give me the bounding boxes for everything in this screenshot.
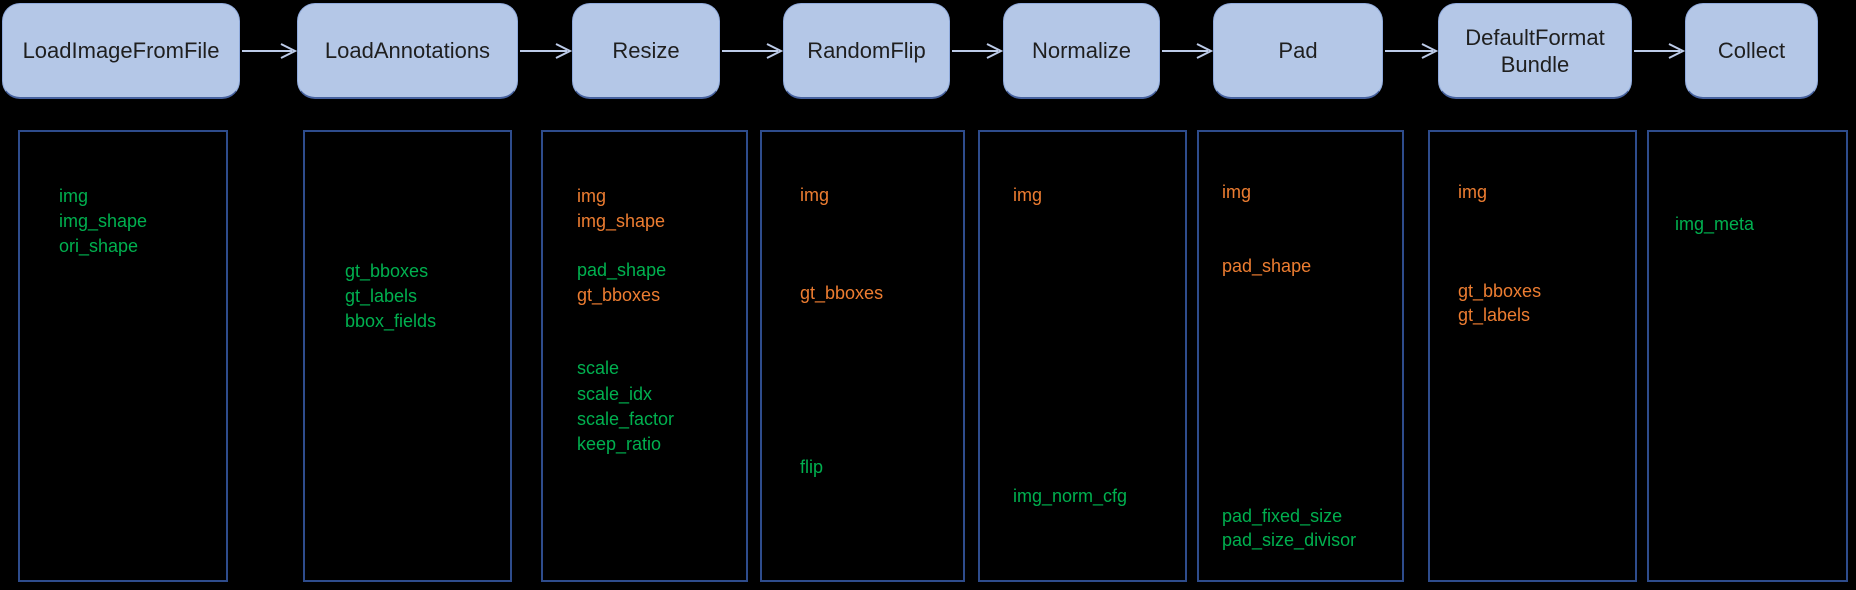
field-scale: scale: [577, 358, 620, 378]
stage-output-box-normalize: [978, 130, 1187, 582]
flow-arrow: [242, 43, 298, 59]
field-gt_labels: gt_labels: [345, 286, 418, 306]
flow-arrow: [1385, 43, 1439, 59]
flow-arrow: [520, 43, 573, 59]
flow-arrow: [722, 43, 784, 59]
field-bbox_fields: bbox_fields: [345, 311, 437, 331]
stage-label: RandomFlip: [807, 38, 926, 63]
stage-label: Normalize: [1031, 38, 1132, 63]
field-pad_shape: pad_shape: [577, 260, 667, 280]
field-img: img: [1458, 182, 1488, 202]
stage-header-normalize: Normalize: [1003, 3, 1160, 99]
field-keep_ratio: keep_ratio: [577, 434, 662, 454]
field-gt_bboxes: gt_bboxes: [577, 285, 661, 305]
field-flip: flip: [800, 457, 824, 477]
field-img: img: [1013, 185, 1043, 205]
stage-header-pad: Pad: [1213, 3, 1383, 99]
field-img_shape: img_shape: [577, 211, 666, 231]
stage-output-box-load-annotations: [303, 130, 512, 582]
stage-output-box-resize: [541, 130, 748, 582]
field-img: img: [577, 186, 607, 206]
field-pad_size_divisor: pad_size_divisor: [1222, 530, 1357, 550]
field-pad_shape: pad_shape: [1222, 256, 1312, 276]
field-gt_bboxes: gt_bboxes: [800, 283, 884, 303]
flow-arrow: [952, 43, 1004, 59]
field-img_shape: img_shape: [59, 211, 148, 231]
stage-label: Resize: [612, 38, 680, 63]
field-ori_shape: ori_shape: [59, 236, 139, 256]
flow-arrow: [1162, 43, 1214, 59]
field-gt_bboxes: gt_bboxes: [1458, 281, 1542, 301]
stage-header-collect: Collect: [1685, 3, 1818, 99]
stage-header-resize: Resize: [572, 3, 720, 99]
field-scale_factor: scale_factor: [577, 409, 675, 429]
field-pad_fixed_size: pad_fixed_size: [1222, 506, 1343, 526]
stage-header-default-format-bundle: DefaultFormat Bundle: [1438, 3, 1632, 99]
stage-output-box-collect: [1647, 130, 1848, 582]
stage-output-box-default-format-bundle: [1428, 130, 1637, 582]
stage-header-random-flip: RandomFlip: [783, 3, 950, 99]
field-img: img: [800, 185, 830, 205]
field-gt_labels: gt_labels: [1458, 305, 1531, 325]
stage-label: Collect: [1717, 38, 1786, 63]
field-gt_bboxes: gt_bboxes: [345, 261, 429, 281]
field-scale_idx: scale_idx: [577, 384, 653, 404]
field-img_norm_cfg: img_norm_cfg: [1013, 486, 1128, 506]
stage-output-box-pad: [1197, 130, 1404, 582]
field-img_meta: img_meta: [1675, 214, 1755, 234]
field-img: img: [1222, 182, 1252, 202]
stage-header-load-image-from-file: LoadImageFromFile: [2, 3, 240, 99]
stage-output-box-random-flip: [760, 130, 965, 582]
stage-label: LoadAnnotations: [324, 38, 491, 63]
stage-label: Pad: [1278, 38, 1318, 63]
field-img: img: [59, 186, 89, 206]
stage-label: DefaultFormat Bundle: [1465, 24, 1605, 77]
stage-label: LoadImageFromFile: [22, 38, 220, 63]
stage-header-load-annotations: LoadAnnotations: [297, 3, 518, 99]
stage-output-box-load-image-from-file: [18, 130, 228, 582]
flow-arrow: [1634, 43, 1686, 59]
